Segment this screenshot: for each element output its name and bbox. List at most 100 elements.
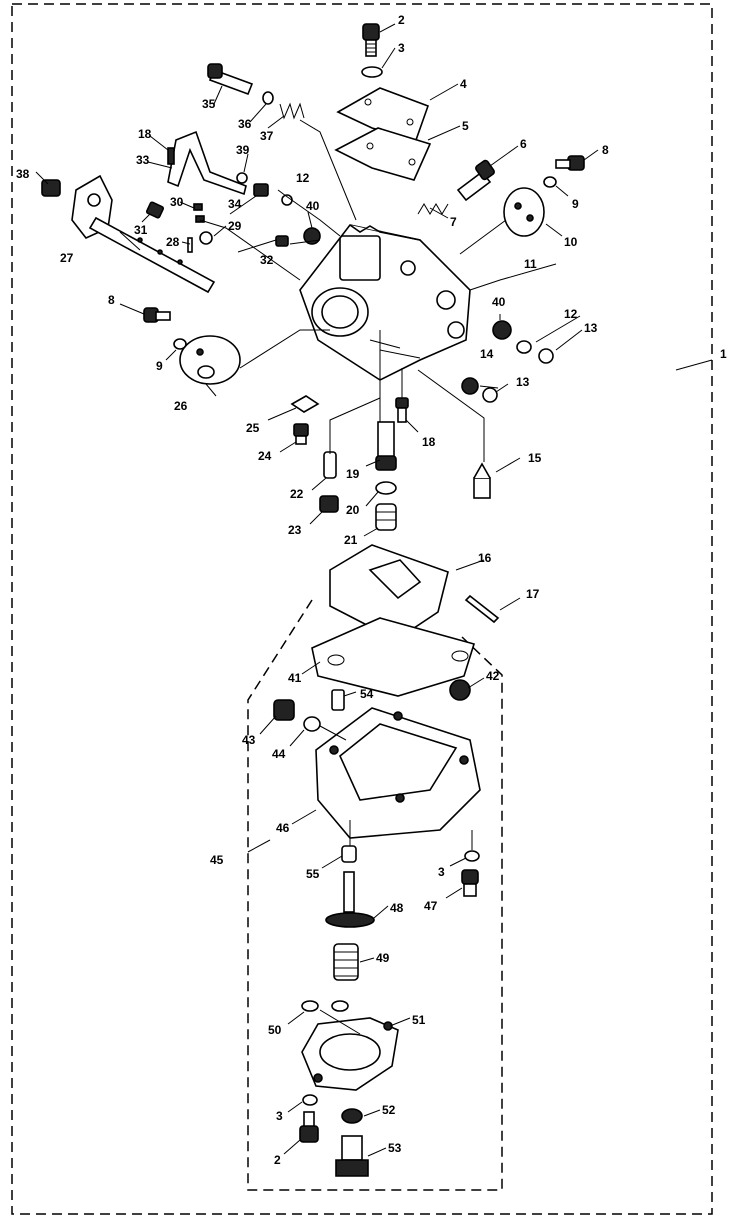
part-42-filter	[449, 679, 471, 701]
part-32-screw	[275, 235, 289, 247]
callout-9-left: 9	[156, 359, 163, 373]
part-17-pin	[464, 594, 500, 624]
part-6-screw	[456, 159, 495, 202]
callout-41: 41	[288, 671, 302, 685]
part-3-washer-bowl	[464, 850, 480, 862]
part-29-spring	[199, 231, 213, 245]
callout-55: 55	[306, 867, 320, 881]
part-8-screw-left	[143, 307, 171, 323]
part-21-jet	[375, 503, 397, 531]
callout-21: 21	[344, 533, 358, 547]
callout-43: 43	[242, 733, 256, 747]
callout-20: 20	[346, 503, 360, 517]
callout-6: 6	[520, 137, 527, 151]
outer-dashed-frame	[11, 3, 713, 1215]
part-51-cover	[301, 1017, 399, 1091]
part-19-jet-holder	[375, 421, 397, 471]
part-41-gasket	[311, 617, 476, 697]
callout-29: 29	[228, 219, 242, 233]
callout-12-left: 12	[296, 171, 310, 185]
part-50-o-ring-b	[331, 1000, 349, 1012]
part-35-screw	[207, 63, 254, 96]
part-30-clip	[193, 203, 205, 223]
callout-49: 49	[376, 951, 390, 965]
part-46-float-bowl	[315, 707, 481, 839]
part-12-washer-right	[516, 340, 532, 354]
callout-54: 54	[360, 687, 374, 701]
part-49-spring	[333, 943, 359, 981]
part-55-needle	[341, 845, 357, 863]
callout-13-lower: 13	[516, 375, 530, 389]
leader-lines	[35, 23, 713, 1157]
callout-34: 34	[228, 197, 242, 211]
callout-53: 53	[388, 1141, 402, 1155]
part-3-washer-bottom	[302, 1094, 318, 1106]
callout-36: 36	[238, 117, 252, 131]
part-38-nut	[41, 179, 61, 197]
part-40-seal-right	[492, 320, 512, 340]
part-9-washer-left	[173, 338, 187, 350]
part-22-pilot-jet	[323, 451, 337, 479]
callout-labels: 1 2 3 4 5 6 7 8 9 10 11 40 12 13 14 13 1…	[16, 13, 727, 1167]
callout-48: 48	[390, 901, 404, 915]
part-18-screw-top	[167, 147, 175, 165]
part-36-o-ring	[262, 91, 274, 105]
part-39-spring	[236, 172, 248, 184]
callout-42: 42	[486, 669, 500, 683]
part-28-pin	[187, 237, 193, 253]
callout-50: 50	[268, 1023, 282, 1037]
callout-23: 23	[288, 523, 302, 537]
part-44-washer	[303, 716, 321, 732]
callout-11: 11	[524, 257, 537, 271]
callout-15: 15	[528, 451, 542, 465]
callout-52: 52	[382, 1103, 396, 1117]
part-24-screw	[293, 423, 309, 445]
part-4-gasket	[336, 87, 430, 141]
callout-32: 32	[260, 253, 274, 267]
part-25-bracket	[290, 395, 320, 413]
part-26-choke-plate	[179, 335, 241, 385]
part-2-screw	[362, 23, 380, 57]
part-2-screw-bottom	[299, 1111, 319, 1143]
callout-7: 7	[450, 215, 457, 229]
callout-28: 28	[166, 235, 180, 249]
part-48-diaphragm-plunger	[325, 871, 375, 928]
callout-17: 17	[526, 587, 540, 601]
part-52-o-ring	[341, 1108, 363, 1124]
callout-1: 1	[720, 347, 727, 361]
part-11-carburetor-body	[299, 224, 471, 381]
callout-38: 38	[16, 167, 30, 181]
callout-30: 30	[170, 195, 184, 209]
callout-14: 14	[480, 347, 494, 361]
part-53-drain-plug	[335, 1135, 369, 1177]
part-20-o-ring	[375, 481, 397, 495]
callout-3-bottom: 3	[276, 1109, 283, 1123]
callout-44: 44	[272, 747, 286, 761]
callout-18-lower: 18	[422, 435, 436, 449]
part-31-screw	[145, 201, 165, 219]
callout-37: 37	[260, 129, 274, 143]
part-14-seal	[461, 377, 479, 395]
part-50-o-ring-a	[301, 1000, 319, 1012]
callout-3: 3	[398, 41, 405, 55]
part-43-plug	[273, 699, 295, 721]
float-chamber-dashed-frame	[247, 599, 503, 1191]
part-3-washer	[361, 66, 383, 78]
callout-33: 33	[136, 153, 150, 167]
callout-5: 5	[462, 119, 469, 133]
callout-13-right: 13	[584, 321, 598, 335]
callout-10: 10	[564, 235, 578, 249]
callout-39: 39	[236, 143, 250, 157]
part-10-throttle-plate	[503, 187, 545, 237]
callout-19: 19	[346, 467, 360, 481]
callout-2-bottom: 2	[274, 1153, 281, 1167]
part-18-screw	[395, 397, 409, 423]
callout-4: 4	[460, 77, 467, 91]
part-27-choke-shaft	[71, 174, 216, 294]
part-16-float	[329, 544, 449, 641]
part-13-clip-a	[538, 348, 554, 364]
callout-40-left: 40	[306, 199, 320, 213]
part-7-spring	[417, 203, 449, 215]
callout-16: 16	[478, 551, 492, 565]
